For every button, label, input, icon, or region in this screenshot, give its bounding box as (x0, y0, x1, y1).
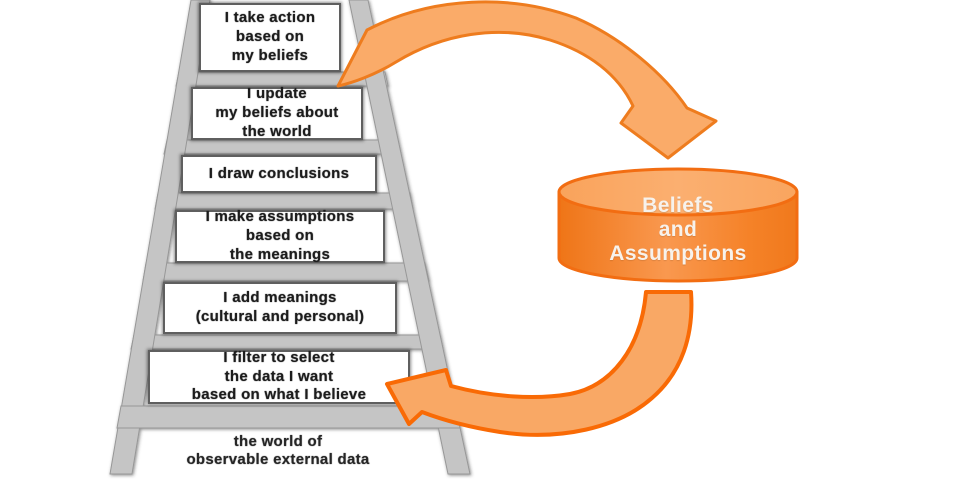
ladder-rung-1: I take action based on my beliefs (199, 3, 341, 72)
rung-5-label: I add meanings (cultural and personal) (195, 289, 365, 325)
ladder-rung-2: I update my beliefs about the world (191, 85, 363, 140)
ladder-rung-5: I add meanings (cultural and personal) (163, 282, 397, 334)
arrow-beliefs-to-filter-icon (385, 290, 694, 437)
ladder-base-label: the world of observable external data (128, 431, 428, 471)
beliefs-cylinder-body (557, 190, 799, 283)
rung-4-label: I make assumptions based on the meanings (205, 208, 355, 263)
ladder-right-rail (348, 0, 471, 475)
rung-2-label: I update my beliefs about the world (215, 85, 339, 140)
beliefs-cylinder-top (557, 167, 799, 217)
ladder-left-rail (109, 0, 211, 475)
rung-3-label: I draw conclusions (208, 164, 350, 182)
ladder-rung-6: I filter to select the data I want based… (148, 348, 410, 404)
rung-1-label: I take action based on my beliefs (224, 9, 316, 64)
ladder-bottom-crossbar (116, 405, 461, 429)
ladder-base-label-text: the world of observable external data (186, 433, 370, 468)
ladder-rung-3: I draw conclusions (181, 155, 377, 193)
arrow-actions-to-beliefs-icon (336, 0, 718, 160)
beliefs-cylinder (557, 167, 799, 283)
rung-6-label: I filter to select the data I want based… (191, 348, 367, 404)
ladder-rung-4: I make assumptions based on the meanings (175, 208, 385, 263)
